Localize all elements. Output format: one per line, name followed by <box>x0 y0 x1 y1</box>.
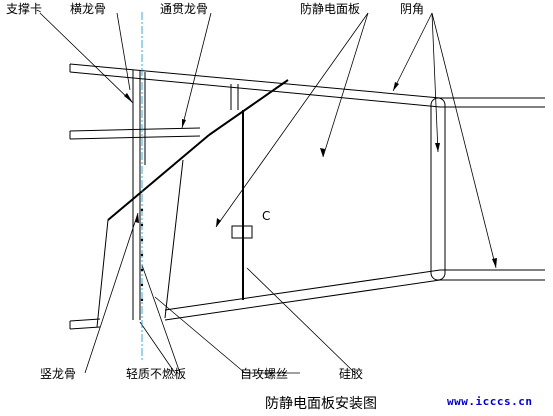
label-antistatic-panel: 防静电面板 <box>300 2 361 16</box>
label-inner-corner: 阴角 <box>400 2 425 16</box>
antistatic-panel-outline <box>107 79 289 300</box>
label-point-c: C <box>262 209 271 223</box>
screw-dots <box>140 208 144 302</box>
bottom-rail <box>69 269 545 330</box>
label-silicone: 硅胶 <box>339 367 364 381</box>
vertical-keel-right <box>230 84 239 110</box>
leader-lines <box>39 12 497 374</box>
diagram-caption: 防静电面板安装图 <box>265 396 377 412</box>
label-self-tapping-screw: 自攻螺丝 <box>240 367 289 381</box>
label-light-board: 轻质不燃板 <box>126 367 187 381</box>
label-vertical-keel: 竖龙骨 <box>40 367 77 381</box>
horizontal-keel <box>69 127 201 140</box>
detail-c-box <box>231 225 253 239</box>
watermark: www.icccs.cn <box>447 395 533 408</box>
label-horizontal-keel: 横龙骨 <box>70 2 107 16</box>
arrow-heads <box>124 82 497 268</box>
top-beam <box>69 63 545 108</box>
label-through-keel: 通贯龙骨 <box>160 2 209 16</box>
light-board-outline <box>96 159 184 328</box>
label-support-clip: 支撑卡 <box>6 2 43 16</box>
vertical-keel <box>132 70 146 320</box>
inner-corner-post <box>430 97 446 281</box>
